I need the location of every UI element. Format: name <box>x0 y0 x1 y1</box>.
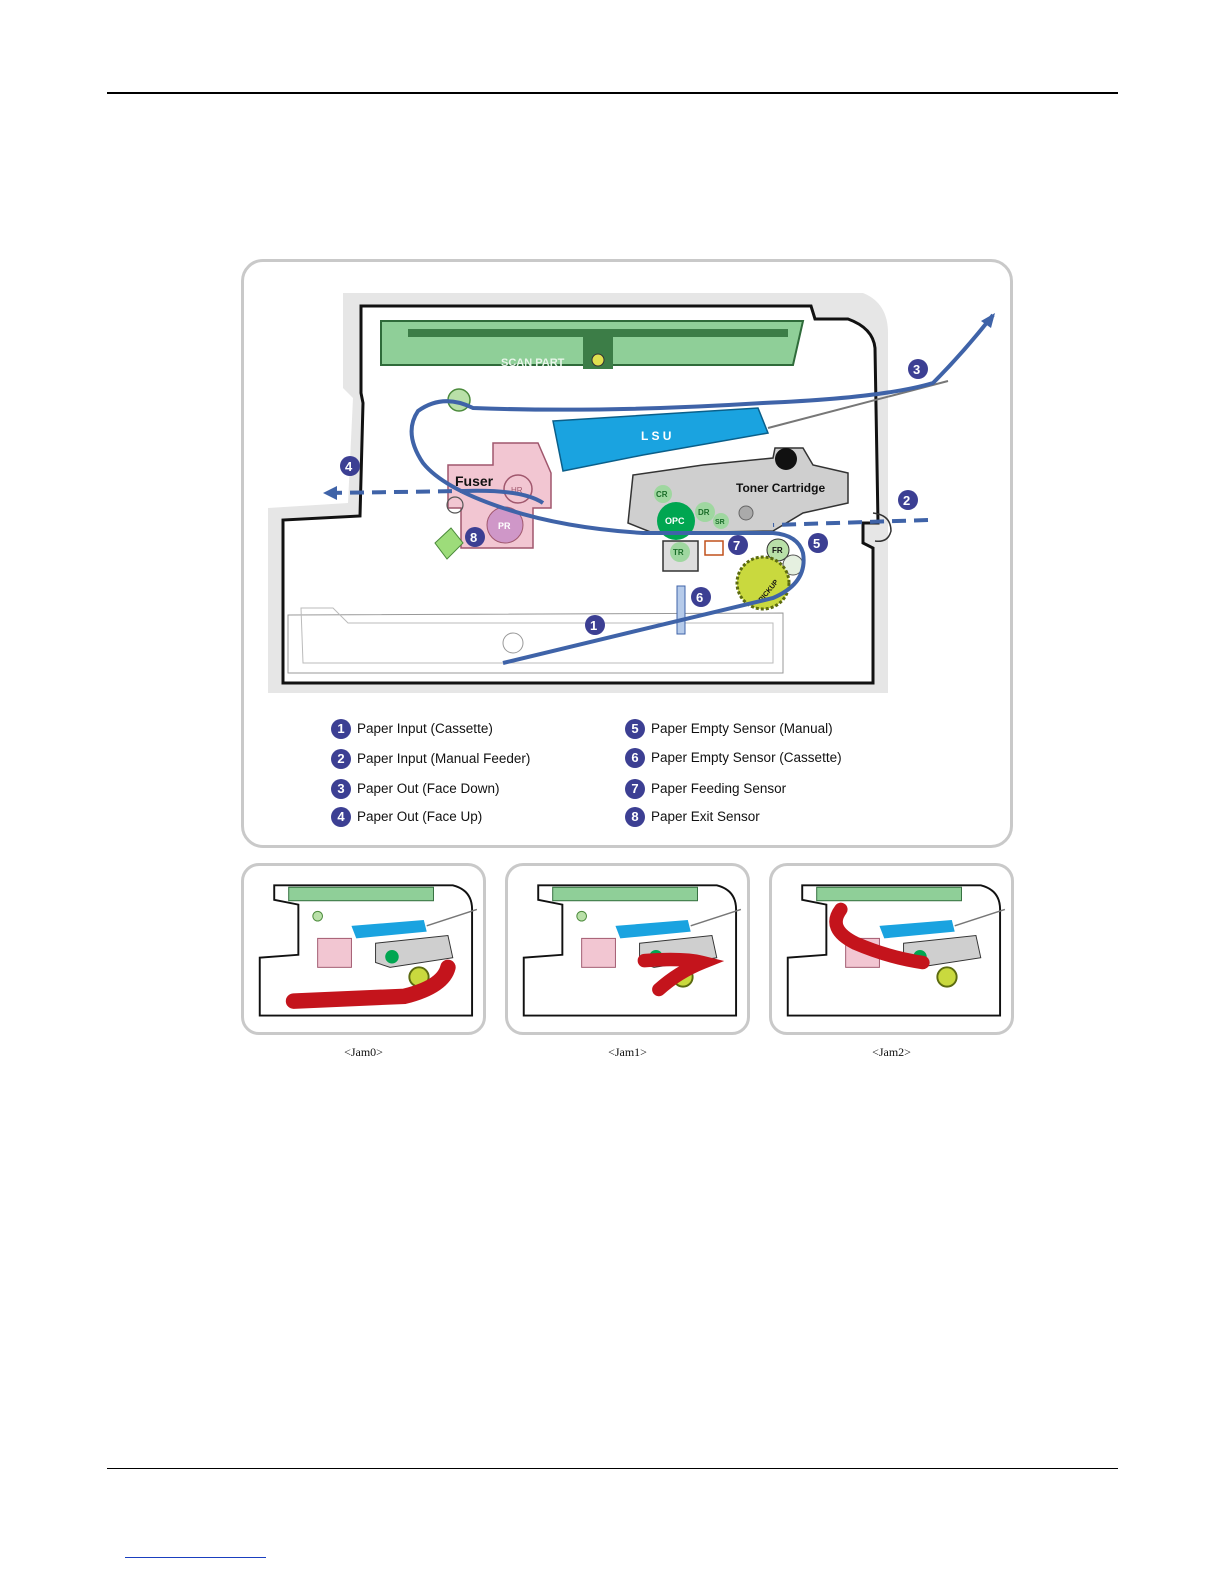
arrow-face-down <box>981 313 995 328</box>
header-rule <box>107 92 1118 94</box>
svg-text:2: 2 <box>903 493 910 508</box>
feed-roller-label: FR <box>772 546 783 555</box>
svg-text:5: 5 <box>813 536 820 551</box>
heat-roller-label: HR <box>511 486 523 495</box>
toner-cap <box>775 448 797 470</box>
paper-path-diagram-panel: SCAN PART L S U Fuser HR PR Toner Cartri… <box>241 259 1013 848</box>
supply-roller-label: SR <box>715 519 725 526</box>
cassette-empty-sensor <box>676 585 686 635</box>
marker-2: 2 <box>898 490 918 510</box>
paper-path-main <box>409 313 995 665</box>
jam2-paper <box>829 902 930 970</box>
transfer-roller-label: TR <box>673 548 684 557</box>
toner-cartridge-label: Toner Cartridge <box>736 481 825 495</box>
marker-6: 6 <box>691 587 711 607</box>
jam0-diagram <box>241 863 486 1035</box>
svg-text:8: 8 <box>470 530 477 545</box>
lsu-label: L S U <box>641 429 671 443</box>
cassette-tray <box>287 612 784 674</box>
opc-drum <box>657 502 695 540</box>
marker-5: 5 <box>808 533 828 553</box>
arrow-face-up <box>323 486 337 500</box>
pressure-roller-label: PR <box>498 521 511 531</box>
footer-link-underline <box>125 1557 266 1558</box>
scan-part-label: SCAN PART <box>501 357 565 369</box>
jam0-illustration <box>258 884 478 1017</box>
supply-roller <box>713 513 729 529</box>
marker-7: 7 <box>728 535 748 555</box>
footer-rule <box>107 1468 1118 1469</box>
jam1-illustration <box>522 884 742 1017</box>
exit-sensor-actuator <box>434 527 464 560</box>
svg-text:3: 3 <box>913 362 920 377</box>
jam1-paper <box>637 952 725 997</box>
fuser-unit <box>447 442 552 549</box>
developer-roller <box>695 502 715 522</box>
transfer-roller <box>670 542 690 562</box>
scan-part-roller <box>591 353 605 367</box>
fuser-gear <box>446 496 464 514</box>
toner-gear <box>738 505 754 521</box>
marker-3: 3 <box>908 359 928 379</box>
manual-feeder-flap <box>872 512 892 543</box>
opc-drum-label: OPC <box>665 516 685 526</box>
lsu-unit <box>552 407 770 472</box>
printer-body-outline <box>281 304 880 685</box>
svg-text:6: 6 <box>696 590 703 605</box>
jam1-diagram <box>505 863 750 1035</box>
jam0-caption: <Jam0> <box>344 1045 383 1059</box>
heat-roller <box>503 474 533 504</box>
svg-text:1: 1 <box>590 618 597 633</box>
jam2-caption: <Jam2> <box>872 1045 911 1059</box>
marker-8: 8 <box>465 527 485 547</box>
jam2-diagram <box>769 863 1014 1035</box>
charge-roller-label: CR <box>656 490 668 499</box>
feed-sensor-bracket <box>704 540 724 556</box>
paper-path-diagram: SCAN PART L S U Fuser HR PR Toner Cartri… <box>268 293 995 693</box>
paper-path-face-up <box>327 489 464 495</box>
marker-4: 4 <box>340 456 360 476</box>
marker-1: 1 <box>585 615 605 635</box>
fuser-label: Fuser <box>455 473 494 489</box>
jam2-illustration <box>786 884 1006 1017</box>
tray-gear <box>502 632 524 654</box>
cassette-tray-inner <box>300 607 774 664</box>
jam1-caption: <Jam1> <box>608 1045 647 1059</box>
jam0-paper <box>285 959 456 1009</box>
charge-roller <box>654 485 672 503</box>
paper-path-manual <box>772 518 929 527</box>
svg-text:7: 7 <box>733 538 740 553</box>
developer-roller-label: DR <box>698 508 710 517</box>
paper-path-face-up-tail <box>462 488 545 505</box>
svg-text:4: 4 <box>345 459 353 474</box>
